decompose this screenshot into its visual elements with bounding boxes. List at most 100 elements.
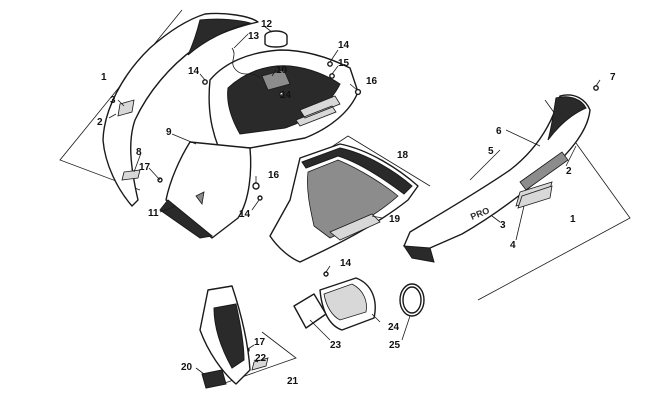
- leader-13: [233, 33, 249, 49]
- leader-23: [309, 319, 331, 341]
- leader-14c: [279, 93, 283, 99]
- grommet-body: [264, 36, 288, 48]
- lower-fascia-insert-22: [251, 357, 269, 371]
- left-side-panel-trim: [187, 18, 252, 56]
- callout-14d: 14: [239, 209, 251, 220]
- leader-4: [515, 205, 525, 241]
- callout-7: 7: [610, 72, 616, 83]
- callout-6: 6: [496, 126, 502, 137]
- callout-8: 8: [136, 147, 142, 158]
- upper-hood-windscreen-opening: [227, 65, 341, 135]
- leader-20: [195, 367, 205, 375]
- leader-14b: [329, 49, 339, 63]
- fastener-14a: [202, 79, 208, 85]
- lower-fascia-grille: [213, 303, 245, 369]
- leader-lines: [108, 25, 601, 375]
- leader-17a: [148, 167, 161, 181]
- callout-25: 25: [389, 340, 401, 351]
- front-nose-lower-trim: [159, 199, 214, 239]
- leader-25: [401, 315, 411, 341]
- intake-duct-opening: [323, 283, 367, 321]
- leader-19: [371, 215, 383, 219]
- leader-3b: [491, 215, 501, 223]
- fastener-14b: [327, 61, 333, 67]
- callout-5: 5: [488, 146, 494, 157]
- callout-14b: 14: [338, 40, 350, 51]
- callout-10: 10: [276, 65, 288, 76]
- callout-15: 15: [338, 58, 350, 69]
- callout-9: 9: [166, 127, 172, 138]
- leader-7: [595, 79, 601, 87]
- belly-pan-rim: [301, 147, 413, 195]
- front-nose: [159, 141, 252, 239]
- leader-3a: [117, 99, 125, 107]
- callout-21: 21: [287, 376, 299, 387]
- leader-14d: [251, 199, 260, 211]
- latch-20: [201, 369, 227, 389]
- callout-23: 23: [330, 340, 342, 351]
- callout-3a: 3: [110, 95, 116, 106]
- callout-17a: 17: [139, 162, 151, 173]
- leader-15: [331, 65, 339, 75]
- right-side-panel-top-trim: [547, 96, 587, 141]
- front-nose-decal: [195, 191, 205, 205]
- leader-12: [263, 25, 273, 33]
- callout-22: 22: [255, 353, 267, 364]
- leader-16a: [349, 83, 358, 91]
- upper-hood-louvers: [295, 95, 341, 127]
- callout-11: 11: [148, 208, 159, 219]
- belly-pan: [269, 135, 431, 263]
- callout-1a: 1: [101, 72, 107, 83]
- upper-hood-gauge-mount: [261, 69, 291, 91]
- callout-4: 4: [510, 240, 516, 251]
- callout-14e: 14: [340, 258, 352, 269]
- fastener-15: [329, 73, 335, 79]
- callout-17b: 17: [254, 337, 266, 348]
- intake-clamp-25-inner: [402, 286, 422, 314]
- callout-labels: 1 2 3 8 17 11 9 13 12 10 14 14 14 15 16 …: [97, 19, 616, 387]
- fastener-7: [593, 85, 599, 91]
- callout-14a: 14: [188, 66, 200, 77]
- leader-9: [171, 133, 197, 145]
- callout-24: 24: [388, 322, 400, 333]
- callout-2a: 2: [97, 117, 103, 128]
- leader-22: [253, 359, 259, 363]
- fastener-16b: [252, 182, 260, 190]
- leader-6: [505, 129, 541, 147]
- right-panel-insert-4: [517, 185, 553, 209]
- leader-2b: [565, 145, 577, 167]
- callout-2b: 2: [566, 166, 572, 177]
- right-side-panel: PRO: [403, 94, 631, 301]
- right-side-panel-stripe: [519, 151, 569, 191]
- leader-10: [271, 69, 277, 77]
- callout-3b: 3: [500, 220, 506, 231]
- bracket-21: [221, 331, 297, 385]
- grommet: [264, 30, 288, 48]
- leader-11: [159, 205, 177, 213]
- left-side-panel-shell: [102, 12, 259, 207]
- callout-1b: 1: [570, 214, 576, 225]
- fastener-14e: [323, 271, 329, 277]
- fastener-14d: [257, 195, 263, 201]
- callout-13: 13: [248, 31, 260, 42]
- callout-16b: 16: [268, 170, 280, 181]
- callout-12: 12: [261, 19, 273, 30]
- belly-pan-liner: [329, 213, 381, 241]
- leader-8: [133, 152, 142, 173]
- leader-17b: [247, 344, 255, 350]
- callout-18: 18: [397, 150, 409, 161]
- leader-14a: [199, 73, 206, 81]
- wiring-harness: [231, 47, 261, 79]
- leader-2a: [108, 113, 117, 119]
- fastener-16a: [354, 88, 362, 96]
- callout-14c: 14: [280, 90, 292, 101]
- lower-fascia: [199, 285, 297, 389]
- leader-14e: [325, 265, 331, 273]
- callout-16a: 16: [366, 76, 378, 87]
- air-intake: [293, 277, 425, 331]
- right-side-panel-lower-edge: [403, 245, 435, 263]
- leader-5: [469, 149, 501, 181]
- callout-20: 20: [181, 362, 193, 373]
- leader-24: [371, 313, 381, 323]
